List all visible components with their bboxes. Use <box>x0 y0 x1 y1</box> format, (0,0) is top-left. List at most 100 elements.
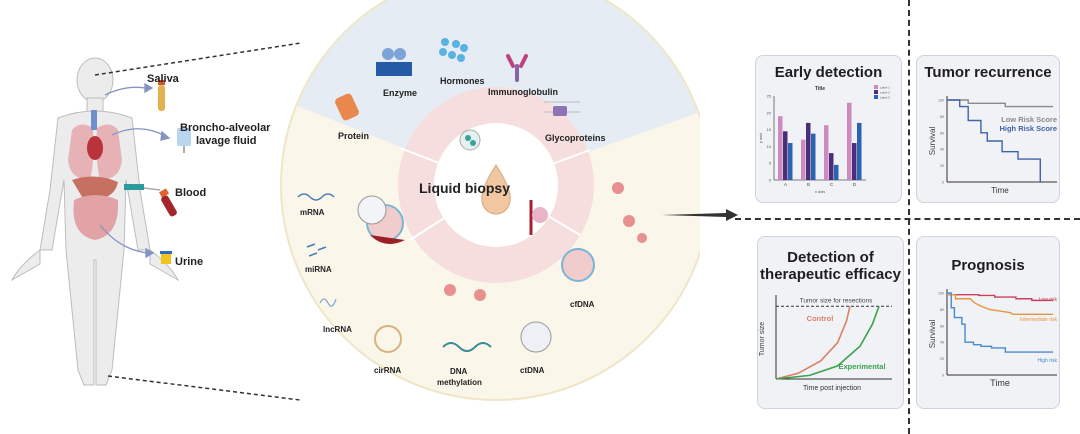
lncrna-icon <box>319 298 337 307</box>
y-tick-label: 10 <box>767 144 772 149</box>
arrow-balf <box>111 128 166 137</box>
bar-C-2 <box>829 153 834 180</box>
zoom-line-top <box>94 42 300 76</box>
balf-bag-icon <box>177 128 191 153</box>
legend-swatch <box>874 90 878 94</box>
title-line1: Detection of <box>787 249 874 266</box>
arrow-urine <box>99 224 149 254</box>
label-urine: Urine <box>175 256 204 268</box>
y-tick-label: 40 <box>940 148 944 152</box>
label-blood: Blood <box>175 187 207 199</box>
series-line-high-risk <box>947 292 1053 353</box>
legend-swatch <box>874 85 878 89</box>
series-label: High risk <box>1038 358 1058 364</box>
title-line2: therapeutic efficacy <box>760 266 901 283</box>
x-axis-label: x axis <box>815 189 825 194</box>
x-tick-label: C <box>830 182 834 187</box>
immunoglobulin-icon <box>506 54 528 82</box>
cfdna-icon <box>561 182 647 282</box>
x-axis-label: Time <box>990 378 1010 388</box>
panel-title-early-detection: Early detection <box>774 64 883 81</box>
label-cfdna: cfDNA <box>570 300 595 309</box>
bar-D-2 <box>852 143 857 180</box>
label-mirna: miRNA <box>305 265 332 274</box>
bar-A-1 <box>778 116 783 180</box>
human-body-illustration <box>10 42 300 401</box>
bar-D-1 <box>847 102 852 180</box>
panel-title-tumor-recurrence: Tumor recurrence <box>924 64 1052 81</box>
series-label: High Risk Score <box>999 124 1057 133</box>
mirna-icon <box>306 243 327 257</box>
label-dna: DNA <box>450 367 468 376</box>
vertical-divider <box>908 0 910 434</box>
droplet-icon <box>481 164 511 215</box>
bar-B-1 <box>801 139 806 180</box>
label-methylation: methylation <box>437 378 482 387</box>
series-label: Low risk <box>1039 297 1058 303</box>
dna-methylation-icon <box>442 342 492 352</box>
y-tick-label: 20 <box>767 110 772 115</box>
y-tick-label: 80 <box>940 115 944 119</box>
y-tick-label: 5 <box>769 161 772 166</box>
glycoproteins-icon <box>544 101 580 116</box>
series-line-intermediate-risk <box>947 293 1053 316</box>
x-axis-label: Time <box>991 186 1009 195</box>
right-arrow-icon <box>662 209 738 221</box>
y-axis-label: Survival <box>928 127 937 156</box>
ctdna-icon <box>520 321 552 353</box>
urine-cup-icon <box>160 251 172 264</box>
y-tick-label: 40 <box>940 341 944 345</box>
x-axis-label: Time post injection <box>803 385 861 392</box>
panel-title-therapeutic-efficacy: Detection of therapeutic efficacy <box>758 249 903 283</box>
label-balf-line1: Broncho-alveolar <box>180 122 271 134</box>
panel-therapeutic-efficacy: Detection of therapeutic efficacy Tumor … <box>757 236 904 409</box>
enzyme-icon <box>376 48 412 76</box>
label-protein: Protein <box>338 131 370 141</box>
series-label: Intermediate risk <box>1020 317 1057 323</box>
zoom-line-bottom <box>107 375 300 401</box>
bar-A-2 <box>783 131 788 180</box>
blood-tube-icon <box>143 187 177 217</box>
series-label: Low Risk Score <box>1001 115 1057 124</box>
y-axis-label: Survival <box>928 320 937 349</box>
panel-title-prognosis: Prognosis <box>951 257 1025 274</box>
liquid-biopsy-wheel <box>280 0 700 401</box>
center-title: Liquid biopsy <box>419 180 510 196</box>
x-tick-label: A <box>784 182 787 187</box>
y-tick-label: 80 <box>940 308 944 312</box>
horizontal-divider <box>735 218 1080 220</box>
y-tick-label: 0 <box>942 374 944 378</box>
protein-sector <box>281 0 700 185</box>
bar-D-3 <box>857 122 862 180</box>
series-line-high-risk-score <box>947 99 1041 182</box>
bar-C-3 <box>834 164 839 180</box>
vesicle-icon <box>357 195 387 225</box>
y-tick-label: 0 <box>942 181 944 185</box>
y-axis-label: y axis <box>758 133 763 143</box>
sample-arrows <box>99 82 171 259</box>
label-circrna: cirRNA <box>374 366 402 375</box>
series-label: Experimental <box>838 362 885 371</box>
series-line-low-risk-score <box>947 99 1053 108</box>
label-mrna: mRNA <box>300 208 325 217</box>
x-tick-label: D <box>853 182 857 187</box>
legend-swatch <box>874 95 878 99</box>
mrna-icon <box>297 193 335 201</box>
label-balf-line2: lavage fluid <box>196 135 257 147</box>
exosome-icon <box>459 129 481 151</box>
bar-B-2 <box>806 122 811 180</box>
tourniquet-icon <box>124 184 144 190</box>
label-enzyme: Enzyme <box>383 88 418 98</box>
y-tick-label: 100 <box>938 99 944 103</box>
series-line-low-risk <box>947 293 1053 302</box>
series-label: Control <box>807 314 834 323</box>
y-tick-label: 60 <box>940 324 944 328</box>
organs-icon <box>68 110 122 240</box>
vessel-icon <box>529 200 548 235</box>
label-lncrna: lncRNA <box>323 325 352 334</box>
x-tick-label: B <box>807 182 810 187</box>
